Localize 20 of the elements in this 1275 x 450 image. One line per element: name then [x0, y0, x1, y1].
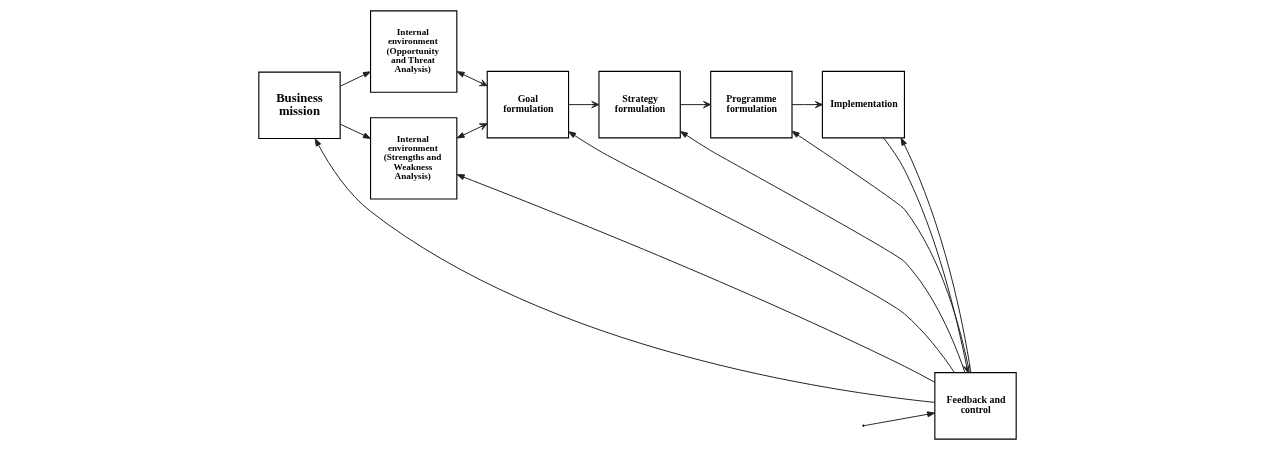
node-box: Implementation	[821, 70, 905, 139]
arrow	[679, 130, 966, 373]
arrow	[456, 174, 936, 383]
arrow	[314, 138, 936, 403]
arrow	[863, 411, 936, 427]
node-box: Programme formulation	[710, 70, 793, 139]
arrow	[568, 100, 600, 109]
arrow	[679, 100, 712, 109]
node-box: Business mission	[258, 71, 341, 140]
node-box: Goal formulation	[486, 70, 570, 139]
arrow	[456, 71, 488, 87]
node-box: Strategy formulation	[598, 70, 681, 139]
arrow	[568, 131, 955, 374]
arrow	[339, 123, 372, 139]
node-box: Feedback and control	[934, 372, 1017, 440]
arrow	[791, 100, 823, 109]
node-box: Internal environment (Strengths and Weakness Analysis)	[370, 117, 458, 200]
arrow	[339, 71, 372, 87]
arrow	[456, 123, 488, 139]
node-box: Internal environment (Opportunity and Threat Analysis)	[370, 10, 458, 93]
